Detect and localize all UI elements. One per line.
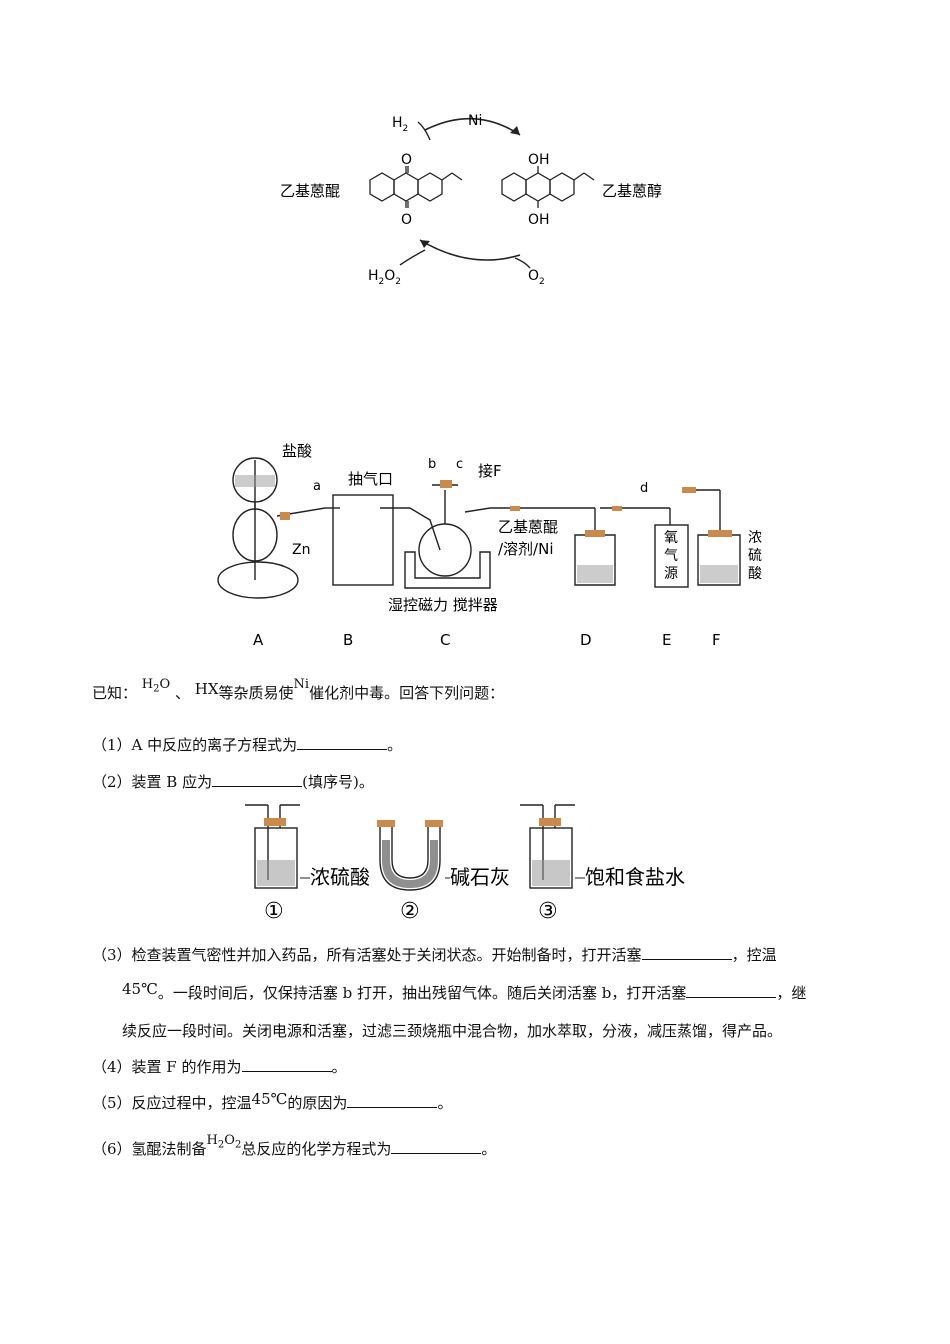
answer-blank-6[interactable]: [391, 1139, 482, 1154]
option-2-number: ②: [400, 899, 420, 924]
valve-b-label: b: [428, 457, 436, 472]
left-compound-name: 乙基蒽醌: [280, 182, 340, 200]
answer-blank-1[interactable]: [297, 735, 388, 750]
svg-text:浓: 浓: [748, 530, 762, 546]
question-3-line-2: 45℃。一段时间后，仅保持活塞 b 打开，抽出残留气体。随后关闭活塞 b，打开活…: [122, 980, 807, 1002]
reagent-line1: 乙基蒽醌: [498, 518, 558, 536]
h2-label: H2: [392, 115, 408, 134]
o2-label: O2: [528, 268, 545, 287]
answer-blank-3a[interactable]: [641, 945, 732, 960]
answer-blank-5[interactable]: [347, 1093, 438, 1108]
svg-text:O: O: [401, 212, 412, 228]
question-5: （5）反应过程中，控温45℃的原因为。: [92, 1090, 453, 1112]
valve-c-label: c: [456, 457, 463, 472]
svg-text:酸: 酸: [748, 566, 762, 582]
svg-text:A: A: [253, 631, 264, 649]
stirrer-label: 湿控磁力 搅拌器: [388, 596, 498, 614]
svg-text:E: E: [662, 631, 671, 649]
answer-blank-3b[interactable]: [686, 983, 777, 998]
valve-a-label: a: [313, 479, 321, 494]
svg-text:硫: 硫: [748, 548, 762, 564]
question-3-line-1: （3）检查装置气密性并加入药品，所有活塞处于关闭状态。开始制备时，打开活塞，控温: [92, 945, 777, 964]
question-2: （2）装置 B 应为(填序号)。: [92, 772, 374, 791]
ethylanthrahydroquinone-structure: [501, 166, 595, 208]
reagent-line2: /溶剂/Ni: [498, 540, 554, 558]
ethylanthraquinone-structure: [369, 166, 463, 208]
right-compound-name: 乙基蒽醇: [602, 182, 662, 200]
svg-text:O: O: [401, 152, 412, 168]
svg-text:OH: OH: [528, 152, 550, 168]
option-2-label: 碱石灰: [450, 865, 510, 889]
to-f-label: 接F: [478, 462, 502, 480]
option-apparatus: 浓硫酸 碱石灰 饱和食盐水 ① ② ③: [245, 804, 685, 924]
option-1-label: 浓硫酸: [310, 865, 370, 889]
answer-blank-4[interactable]: [241, 1057, 332, 1072]
option-3-label: 饱和食盐水: [585, 865, 685, 889]
svg-text:D: D: [580, 631, 592, 649]
zn-label: Zn: [292, 542, 310, 558]
svg-text:C: C: [440, 631, 450, 649]
reaction-scheme: H2 Ni O O 乙基蒽醌 OH OH 乙基蒽醇 H2O2 O2: [280, 113, 662, 287]
svg-text:B: B: [343, 631, 353, 649]
answer-blank-2[interactable]: [212, 772, 303, 787]
hcl-label: 盐酸: [282, 442, 312, 460]
svg-text:气: 气: [664, 548, 678, 564]
svg-text:F: F: [712, 631, 721, 649]
svg-text:源: 源: [664, 566, 678, 582]
ni-label: Ni: [468, 113, 482, 129]
pump-port-label: 抽气口: [348, 470, 393, 488]
question-3-line-3: 续反应一段时间。关闭电源和活塞，过滤三颈烧瓶中混合物，加水萃取，分液，减压蒸馏，…: [122, 1022, 783, 1040]
oxidation-arrow: [419, 239, 521, 261]
hydrogenation-arrow: [424, 117, 521, 136]
option-1-number: ①: [264, 899, 284, 924]
svg-text:氧: 氧: [664, 530, 678, 546]
question-4: （4）装置 F 的作用为。: [92, 1057, 347, 1076]
apparatus-diagram: 盐酸 Zn a 抽气口 b c 接F d 乙基蒽醌 /溶剂/Ni 湿控磁力 搅拌…: [217, 442, 762, 649]
svg-text:OH: OH: [528, 212, 550, 228]
valve-d-label: d: [640, 481, 648, 496]
option-3-number: ③: [538, 899, 558, 924]
question-6: （6）氢醌法制备H2O2总反应的化学方程式为。: [92, 1133, 497, 1158]
question-1: （1）A 中反应的离子方程式为。: [92, 735, 403, 754]
h2o2-label: H2O2: [368, 268, 401, 287]
known-statement: 已知： H2O 、 HX等杂质易使Ni催化剂中毒。回答下列问题：: [92, 677, 505, 702]
